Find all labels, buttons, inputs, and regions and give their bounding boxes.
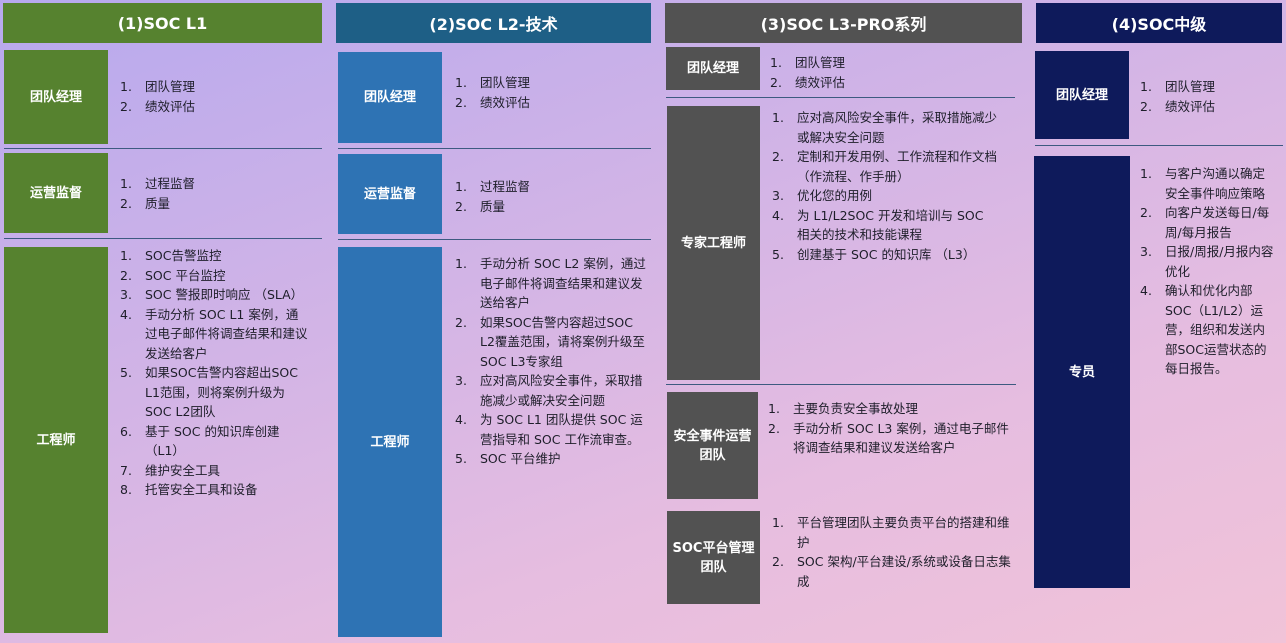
column-header-soc-l3-pro: (3)SOC L3-PRO系列 [665, 3, 1022, 43]
list-item: 5.创建基于 SOC 的知识库 （L3） [772, 246, 976, 262]
section-divider [666, 97, 1015, 98]
list-item: 5.如果SOC告警内容超出SOC L1范围，则将案例升级为SOC L2团队 [120, 365, 299, 419]
duties-list: 1.应对高风险安全事件，采取措施减少或解决安全问题 2.定制和开发用例、工作流程… [772, 108, 997, 264]
role-platform-management-team: SOC平台管理团队 [667, 511, 760, 604]
duties-list: 1.SOC告警监控 2.SOC 平台监控 3.SOC 警报即时响应 （SLA） … [120, 246, 310, 500]
section-divider [4, 238, 322, 239]
duties-list: 1.平台管理团队主要负责平台的搭建和维护 2.SOC 架构/平台建设/系统或设备… [772, 513, 1018, 591]
list-item: 3.日报/周报/月报内容优化 [1140, 244, 1274, 279]
duties-list: 1.手动分析 SOC L2 案例，通过电子邮件将调查结果和建议发送给客户 2.如… [455, 254, 650, 469]
duties-list: 1.与客户沟通以确定安全事件响应策略 2.向客户发送每日/每周/每月报告 3.日… [1140, 164, 1276, 379]
duties-list: 1.团队管理 2.绩效评估 [1140, 77, 1280, 116]
role-incident-operations-team: 安全事件运营团队 [667, 392, 758, 499]
duties-list: 1.主要负责安全事故处理 2.手动分析 SOC L3 案例，通过电子邮件将调查结… [768, 399, 1016, 458]
list-item: 1.平台管理团队主要负责平台的搭建和维护 [772, 515, 1010, 550]
duties-list: 1.团队管理 2.绩效评估 [770, 53, 1010, 92]
list-item: 1.团队管理 [120, 79, 196, 94]
role-expert-engineer: 专家工程师 [667, 106, 760, 380]
list-item: 4.确认和优化内部SOC（L1/L2）运营，组织和发送内部SOC运营状态的每日报… [1140, 283, 1267, 376]
duties-list: 1.团队管理 2.绩效评估 [455, 73, 645, 112]
list-item: 2.SOC 架构/平台建设/系统或设备日志集成 [772, 554, 1011, 589]
duties-list: 1.过程监督 2.质量 [455, 177, 645, 216]
role-engineer: 工程师 [4, 247, 108, 633]
list-item: 2.向客户发送每日/每周/每月报告 [1140, 205, 1270, 240]
list-item: 2.绩效评估 [455, 94, 531, 110]
role-operations-supervision: 运营监督 [4, 153, 108, 233]
list-item: 3.应对高风险安全事件，采取措施减少或解决安全问题 [455, 373, 643, 408]
list-item: 1.应对高风险安全事件，采取措施减少或解决安全问题 [772, 110, 998, 145]
section-divider [338, 148, 651, 149]
list-item: 2.绩效评估 [770, 74, 846, 90]
list-item: 1.与客户沟通以确定安全事件响应策略 [1140, 166, 1266, 201]
list-item: 3.优化您的用例 [772, 188, 873, 203]
list-item: 2.质量 [455, 198, 506, 214]
duties-list: 1.过程监督 2.质量 [120, 174, 315, 213]
list-item: 5.SOC 平台维护 [455, 451, 561, 466]
list-item: 7.维护安全工具 [120, 462, 221, 478]
list-item: 1.团队管理 [455, 75, 531, 90]
list-item: 2.质量 [120, 195, 171, 211]
section-divider [338, 239, 651, 240]
list-item: 1.主要负责安全事故处理 [768, 401, 919, 416]
list-item: 2.SOC 平台监控 [120, 267, 226, 283]
list-item: 1.过程监督 [455, 179, 531, 194]
list-item: 4.为 SOC L1 团队提供 SOC 运营指导和 SOC 工作流审查。 [455, 412, 643, 447]
list-item: 1.过程监督 [120, 176, 196, 191]
role-team-manager: 团队经理 [4, 50, 108, 144]
column-header-soc-intermediate: (4)SOC中级 [1036, 3, 1282, 43]
duties-list: 1.团队管理 2.绩效评估 [120, 77, 315, 116]
section-divider [4, 148, 322, 149]
role-specialist: 专员 [1034, 156, 1130, 588]
list-item: 3.SOC 警报即时响应 （SLA） [120, 287, 304, 302]
column-header-soc-l1: (1)SOC L1 [3, 3, 322, 43]
list-item: 1.团队管理 [1140, 79, 1216, 94]
list-item: 6.基于 SOC 的知识库创建 （L1） [120, 423, 280, 459]
role-team-manager: 团队经理 [338, 52, 442, 143]
section-divider [1035, 145, 1283, 146]
list-item: 2.绩效评估 [120, 98, 196, 114]
list-item: 1.手动分析 SOC L2 案例，通过电子邮件将调查结果和建议发送给客户 [455, 256, 646, 310]
list-item: 1.团队管理 [770, 55, 846, 70]
list-item: 4.手动分析 SOC L1 案例，通过电子邮件将调查结果和建议发送给客户 [120, 306, 308, 361]
role-team-manager: 团队经理 [1035, 51, 1129, 139]
list-item: 2.定制和开发用例、工作流程和作文档（作流程、作手册） [772, 149, 998, 184]
list-item: 2.绩效评估 [1140, 98, 1216, 114]
list-item: 8.托管安全工具和设备 [120, 482, 258, 497]
role-team-manager: 团队经理 [666, 47, 760, 90]
role-operations-supervision: 运营监督 [338, 154, 442, 234]
column-header-soc-l2: (2)SOC L2-技术 [336, 3, 651, 43]
role-engineer: 工程师 [338, 247, 442, 637]
list-item: 1.SOC告警监控 [120, 248, 222, 263]
list-item: 2.如果SOC告警内容超过SOC L2覆盖范围，请将案例升级至SOC L3专家组 [455, 314, 645, 369]
list-item: 2.手动分析 SOC L3 案例，通过电子邮件将调查结果和建议发送给客户 [768, 420, 1009, 456]
list-item: 4.为 L1/L2SOC 开发和培训与 SOC 相关的技术和技能课程 [772, 207, 984, 243]
section-divider [666, 384, 1016, 385]
